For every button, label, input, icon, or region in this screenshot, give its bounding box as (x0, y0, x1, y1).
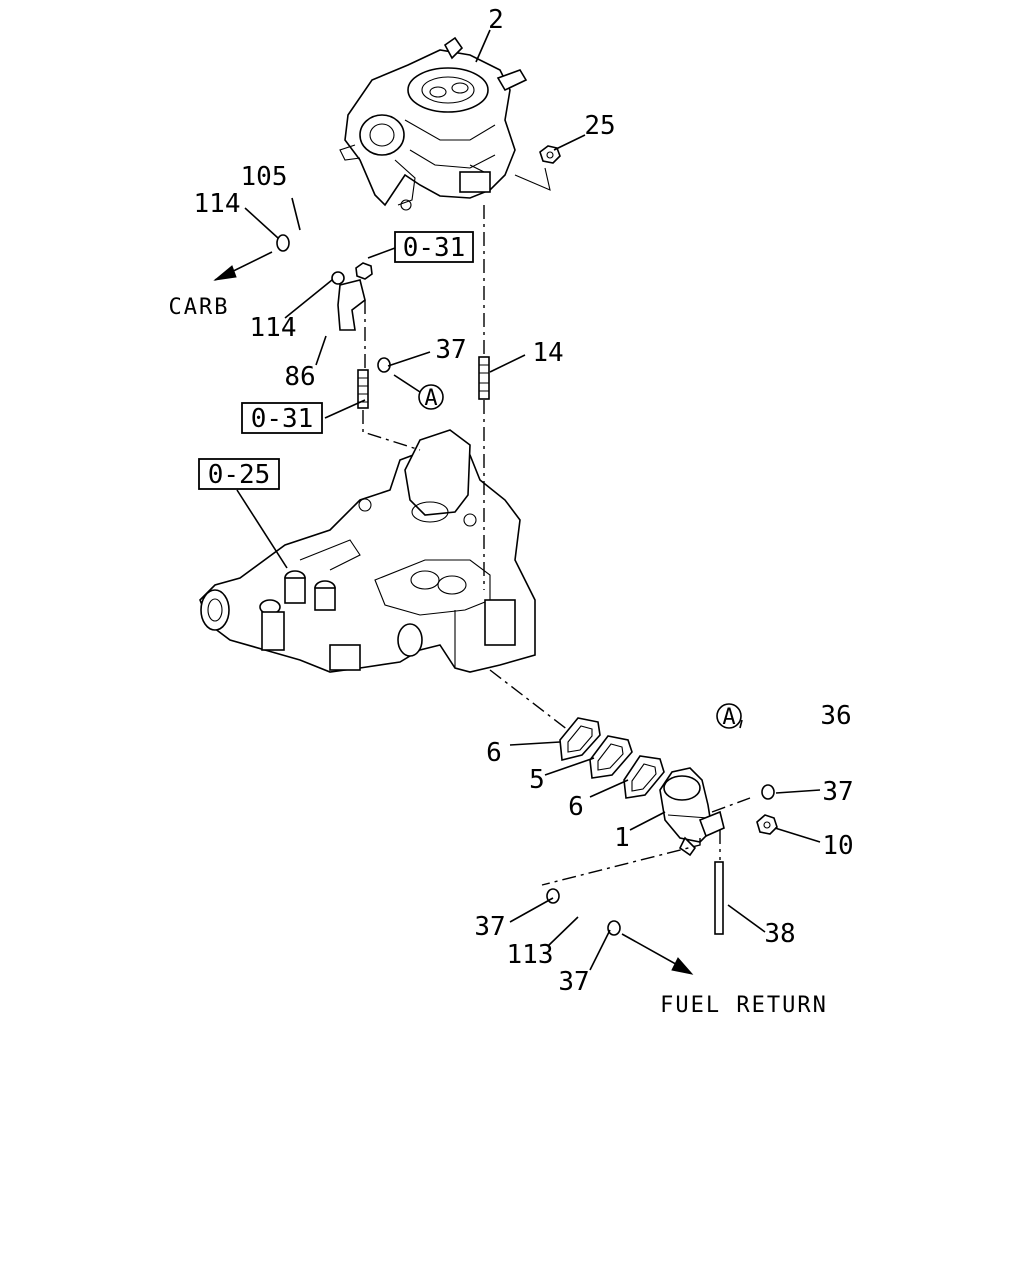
marker-a-lower-label: A (722, 705, 735, 730)
gasket-6-first-drawing (559, 717, 601, 762)
ref-025-label: 0-25 (208, 460, 271, 490)
callout-2: 2 (488, 5, 504, 35)
marker-a-upper-label: A (424, 386, 437, 411)
clip-37-pump-drawing (761, 784, 775, 800)
intake-manifold-drawing (199, 429, 536, 673)
fuel-return-arrow (621, 933, 694, 975)
callout-14: 14 (532, 338, 563, 368)
clip-37-upper-drawing (377, 357, 391, 373)
ref-031-lower-label: 0-31 (251, 404, 314, 434)
clip-37-lower-right-drawing (607, 920, 621, 936)
pipe-38-drawing (714, 861, 724, 935)
marker-a-upper: A (418, 384, 444, 411)
callout-114-upper: 114 (194, 189, 241, 219)
callout-6-second: 6 (568, 792, 584, 822)
ref-box-031-upper: 0-31 (394, 231, 474, 263)
callout-86: 86 (284, 362, 315, 392)
callout-25: 25 (584, 111, 615, 141)
clip-114-upper-drawing (276, 234, 290, 252)
gasket-5-drawing (589, 735, 633, 779)
fuel-return-note: FUEL RETURN (660, 993, 828, 1018)
callout-5: 5 (529, 765, 545, 795)
callout-6-first: 6 (486, 738, 502, 768)
bracket-drawing (337, 262, 373, 331)
callout-10: 10 (822, 831, 853, 861)
carburetor-drawing (339, 36, 528, 211)
callout-113: 113 (507, 940, 554, 970)
hose-36-drawing (737, 727, 798, 793)
nut-10-drawing (756, 814, 778, 835)
stud-14-drawing (478, 356, 490, 400)
ref-box-031-lower: 0-31 (241, 402, 323, 434)
callout-37-lower-right: 37 (558, 967, 589, 997)
callout-1: 1 (614, 823, 630, 853)
fuel-pump-drawing (659, 767, 725, 857)
callout-114-lower: 114 (250, 313, 297, 343)
clip-114-lower-drawing (331, 271, 345, 285)
marker-a-lower: A (716, 703, 742, 730)
carb-arrow (213, 251, 273, 281)
callout-37-lower-left: 37 (474, 912, 505, 942)
callout-105: 105 (241, 162, 288, 192)
stud-031-drawing (357, 369, 369, 409)
callout-37-upper: 37 (435, 335, 466, 365)
ref-031-upper-label: 0-31 (403, 233, 466, 263)
carb-note: CARB (169, 295, 230, 320)
gasket-6-second-drawing (623, 755, 665, 799)
assembly-lines (362, 205, 751, 886)
ref-box-025: 0-25 (198, 458, 280, 490)
hose-105-drawing (285, 221, 353, 268)
leader-lines (236, 29, 821, 971)
callout-36: 36 (820, 701, 851, 731)
hose-113-drawing (557, 899, 601, 921)
hose-86-drawing (324, 287, 375, 363)
callout-37-pump: 37 (822, 777, 853, 807)
callout-38: 38 (764, 919, 795, 949)
